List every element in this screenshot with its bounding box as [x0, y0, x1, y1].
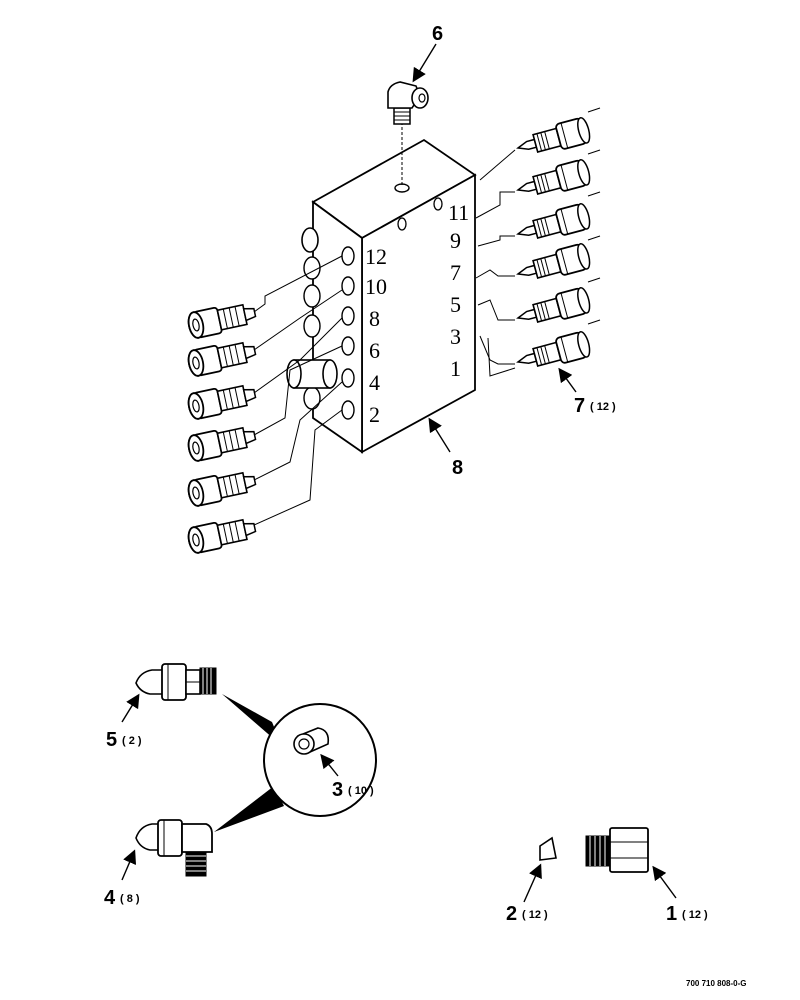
callout-5-number: 5 [106, 729, 117, 751]
callout-7-qty: ( 12 ) [590, 401, 616, 413]
detail-circle [214, 694, 377, 832]
port-number: 12 [365, 244, 387, 269]
callout-7-number: 7 [574, 395, 585, 417]
callout-3-number: 3 [332, 779, 343, 801]
grease-fitting [387, 81, 429, 185]
port-number: 9 [450, 228, 461, 253]
callout-8-number: 8 [452, 457, 463, 479]
drawing-code: 700 710 808-0-G [686, 979, 747, 988]
port-number: 11 [448, 200, 469, 225]
right-fittings [475, 107, 601, 377]
left-port-numbers: 12 10 8 6 4 2 [365, 244, 387, 427]
left-fittings [185, 255, 343, 556]
callout-1-number: 1 [666, 903, 677, 925]
right-port-numbers: 11 9 7 5 3 1 [448, 200, 469, 381]
port-number: 2 [369, 402, 380, 427]
port-number: 8 [369, 306, 380, 331]
callout-4-number: 4 [104, 887, 116, 909]
port-number: 1 [450, 356, 461, 381]
callout-5-qty: ( 2 ) [122, 735, 142, 747]
callout-2-number: 2 [506, 903, 517, 925]
elbow-fitting [135, 819, 213, 877]
sleeve [539, 836, 557, 861]
callout-1-qty: ( 12 ) [682, 909, 708, 921]
port-number: 10 [365, 274, 387, 299]
straight-fitting [135, 663, 217, 701]
callout-2-qty: ( 12 ) [522, 909, 548, 921]
callout-3-qty: ( 10 ) [348, 785, 374, 797]
callout-6-number: 6 [432, 23, 443, 45]
port-number: 7 [450, 260, 461, 285]
callout-arrows [121, 43, 677, 903]
port-number: 3 [450, 324, 461, 349]
nut-fitting [585, 827, 649, 873]
port-number: 6 [369, 338, 380, 363]
port-number: 5 [450, 292, 461, 317]
callout-labels: 6 7 ( 12 ) 8 5 ( 2 ) 3 ( 10 ) 4 ( 8 ) 2 … [104, 23, 708, 925]
port-number: 4 [369, 370, 380, 395]
callout-4-qty: ( 8 ) [120, 893, 140, 905]
